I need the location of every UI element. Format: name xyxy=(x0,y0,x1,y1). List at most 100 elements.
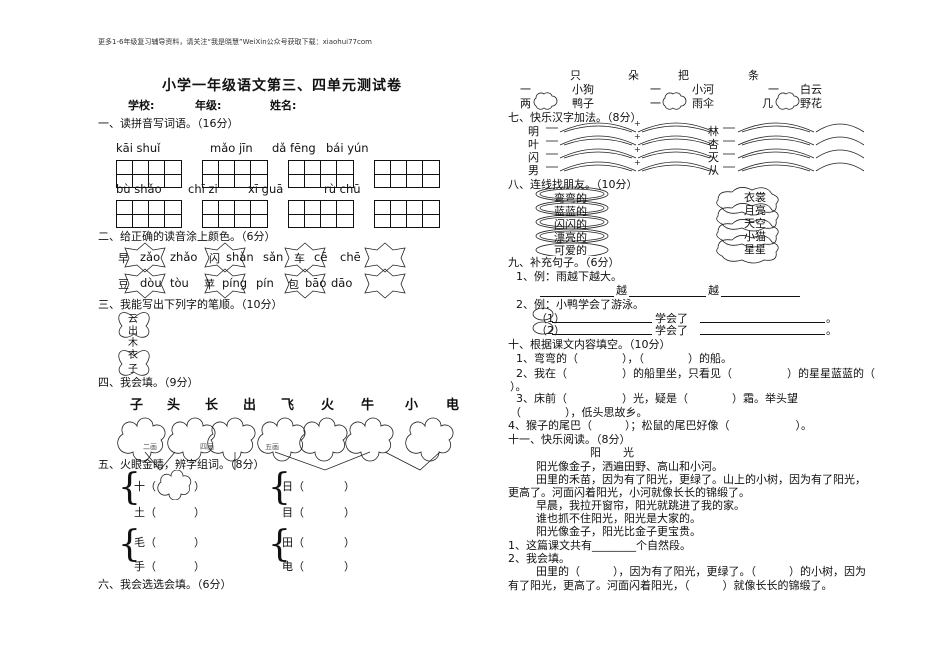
q5-flower-shape xyxy=(157,470,192,500)
q5-heading: 五、火眼金睛，辨字组词。（8分） xyxy=(98,458,265,471)
q9-answer-line[interactable] xyxy=(700,312,825,323)
q1-writing-grid[interactable] xyxy=(202,200,268,228)
q1-writing-grid[interactable] xyxy=(288,160,354,188)
q9-answer-line[interactable] xyxy=(552,312,652,323)
q9-learned: 学会了 xyxy=(655,324,688,337)
q11-fill-1: 田里的（ ），因为有了阳光，更绿了。（ ）的小树，因为 xyxy=(536,565,866,578)
q6-noun: 小河 xyxy=(692,83,714,96)
q2-star-shapes xyxy=(124,242,406,299)
q8-right-item[interactable]: 星星 xyxy=(744,243,766,256)
q2-option[interactable]: píng xyxy=(222,276,248,290)
q1-writing-grid[interactable] xyxy=(116,160,182,188)
q4-char: 飞 xyxy=(281,398,295,413)
q6-measure-word: 条 xyxy=(748,69,759,82)
q4-char: 牛 xyxy=(361,398,375,413)
q2-option[interactable]: zǎo xyxy=(140,250,161,264)
passage-para: 阳光像金子，阳光比金子更宝贵。 xyxy=(536,525,701,538)
q7-left-char: 闪 xyxy=(528,151,539,164)
q6-num: 一 xyxy=(650,97,661,110)
q1-writing-grid[interactable] xyxy=(374,200,440,228)
q5-left-item: 土（） xyxy=(134,506,205,519)
q6-flower-shapes xyxy=(533,92,800,110)
svg-text:+: + xyxy=(634,132,641,141)
q9-period: 。 xyxy=(826,312,837,325)
q2-option[interactable]: shǎn xyxy=(226,250,254,264)
q9-answer-line[interactable] xyxy=(552,324,652,335)
q2-option[interactable]: sǎn xyxy=(263,250,284,264)
q8-left-item[interactable]: 闪闪的 xyxy=(554,218,587,231)
q8-left-item[interactable]: 漂亮的 xyxy=(554,231,587,244)
q3-butterfly-shape xyxy=(118,312,150,376)
q1-pinyin-1: kāi shuǐ xyxy=(116,141,161,155)
q11-fill-2: 有了阳光，更高了。河面闪着阳光，（ ）就像长长的锦缎了。 xyxy=(508,579,833,592)
page-title: 小学一年级语文第三、四单元测试卷 xyxy=(162,78,402,94)
q4-label: 二画 xyxy=(143,443,157,451)
q2-option[interactable]: chē xyxy=(340,250,361,264)
q1-writing-grid[interactable] xyxy=(374,160,440,188)
q3-char: 云 xyxy=(128,314,138,325)
q4-char: 长 xyxy=(205,398,219,413)
q8-right-item[interactable]: 月亮 xyxy=(744,204,766,217)
q5-right-item: 田（） xyxy=(282,536,355,549)
q1-pinyin-5: bù shǎo xyxy=(116,182,162,196)
q2-option[interactable]: zhǎo xyxy=(170,250,198,264)
q4-char: 出 xyxy=(243,398,257,413)
q8-right-item[interactable]: 小猫 xyxy=(744,230,766,243)
q5-left-item: 十（） xyxy=(134,480,205,493)
q8-left-item[interactable]: 蓝蓝的 xyxy=(554,205,587,218)
q2-char-ping: 苹 xyxy=(204,278,215,291)
q6-num: 一 xyxy=(768,83,779,96)
q9-yue: 越 xyxy=(706,282,721,298)
q11-question-2: 2、我会填。 xyxy=(508,552,570,565)
q9-oval-shapes xyxy=(532,307,554,335)
q9-yue: 越 xyxy=(614,282,629,298)
q8-left-item[interactable]: 弯弯的 xyxy=(554,192,587,205)
q7-left-char: 男 xyxy=(528,164,539,177)
q5-right-item: 目（） xyxy=(282,506,355,519)
q6-measure-word: 朵 xyxy=(628,69,639,82)
q2-option[interactable]: cē xyxy=(314,250,328,264)
passage-para: 田里的禾苗，因为有了阳光，更绿了。山上的小树，因为有了阳光， xyxy=(536,473,866,486)
q9-heading: 九、补充句子。（6分） xyxy=(508,256,620,269)
passage-para: 谁也抓不住阳光，阳光是大家的。 xyxy=(536,512,701,525)
q10-line-3b: （ ），低头思故乡。 xyxy=(510,406,648,419)
q1-writing-grid[interactable] xyxy=(116,200,182,228)
q1-writing-grid[interactable] xyxy=(202,160,268,188)
q3-char: 子 xyxy=(128,364,138,375)
q2-option[interactable]: dòu xyxy=(140,276,162,290)
q10-heading: 十、根据课文内容填空。（10分） xyxy=(508,338,671,351)
q7-left-char: 明 xyxy=(528,125,539,138)
q6-heading: 六、我会选选会填。（6分） xyxy=(98,578,232,591)
q9-answer-line[interactable] xyxy=(700,324,825,335)
q8-left-item[interactable]: 可爱的 xyxy=(554,244,587,257)
q6-num: 一 xyxy=(520,83,531,96)
q9-example-2: 2、例：小鸭学会了游泳。 xyxy=(516,298,644,311)
q2-option[interactable]: dāo xyxy=(331,276,353,290)
q10-line-1: 1、弯弯的（ ），（ ）的船。 xyxy=(516,352,732,365)
q4-char: 头 xyxy=(167,398,181,413)
q1-pinyin-4: bái yún xyxy=(326,141,369,155)
q8-right-clouds xyxy=(716,187,779,264)
q9-answer-line[interactable] xyxy=(540,284,800,297)
q2-option[interactable]: bāo xyxy=(305,276,327,290)
q2-option[interactable]: pín xyxy=(256,276,274,290)
passage-para: 阳光像金子，洒遍田野、高山和小河。 xyxy=(536,460,723,473)
q6-measure-word: 只 xyxy=(570,69,583,82)
q6-noun: 鸭子 xyxy=(572,97,594,110)
svg-text:+: + xyxy=(634,158,641,167)
passage-title: 阳 光 xyxy=(590,446,634,459)
q8-right-item[interactable]: 天空 xyxy=(744,217,766,230)
q9-example-1: 1、例：雨越下越大。 xyxy=(516,270,622,283)
q2-heading: 二、给正确的读音涂上颜色。（6分） xyxy=(98,230,276,243)
q9-learned: 学会了 xyxy=(655,312,688,325)
svg-text:+: + xyxy=(634,120,641,128)
name-label: 姓名: xyxy=(270,99,297,112)
q7-heading: 七、快乐汉字加法。（8分） xyxy=(508,111,642,124)
q1-writing-grid[interactable] xyxy=(288,200,354,228)
q4-flower-tree xyxy=(117,417,454,471)
q2-option[interactable]: tòu xyxy=(170,276,189,290)
q3-char: 衣 xyxy=(128,350,138,361)
q8-right-item[interactable]: 衣裳 xyxy=(744,191,766,204)
q1-pinyin-7: xī guā xyxy=(248,182,284,196)
q1-pinyin-2: mǎo jīn xyxy=(210,141,253,155)
